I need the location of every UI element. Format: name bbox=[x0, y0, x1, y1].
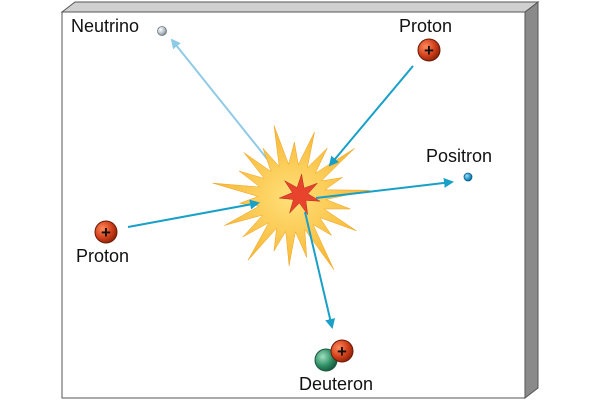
neutrino-arrow bbox=[170, 38, 269, 161]
fusion-burst bbox=[212, 125, 370, 271]
proton-left: + bbox=[94, 220, 118, 244]
proton-left-ball bbox=[94, 220, 118, 244]
deuteron-arrow bbox=[304, 211, 336, 329]
proton-top-label: Proton bbox=[399, 16, 453, 36]
positron-label: Positron bbox=[426, 146, 493, 166]
positron-ball bbox=[463, 172, 473, 182]
neutrino-ball bbox=[157, 26, 167, 36]
proton-top-charge: + bbox=[424, 41, 434, 60]
deuteron-label: Deuteron bbox=[299, 374, 374, 394]
proton-top: + bbox=[417, 38, 441, 62]
panel-top bbox=[60, 1, 540, 13]
deuteron-proton-ball bbox=[330, 339, 354, 363]
proton-top-ball bbox=[417, 38, 441, 62]
panel-side bbox=[524, 0, 539, 400]
proton-top-arrow bbox=[328, 65, 414, 167]
deuteron-proton-charge: + bbox=[337, 342, 347, 361]
proton-left-charge: + bbox=[101, 223, 111, 242]
positron-arrow bbox=[315, 177, 454, 199]
burst-inner bbox=[279, 174, 321, 215]
proton-left-label: Proton bbox=[76, 246, 130, 266]
proton-left-arrow bbox=[127, 199, 260, 228]
deuteron: + bbox=[314, 339, 354, 372]
neutrino-label: Neutrino bbox=[71, 16, 140, 36]
